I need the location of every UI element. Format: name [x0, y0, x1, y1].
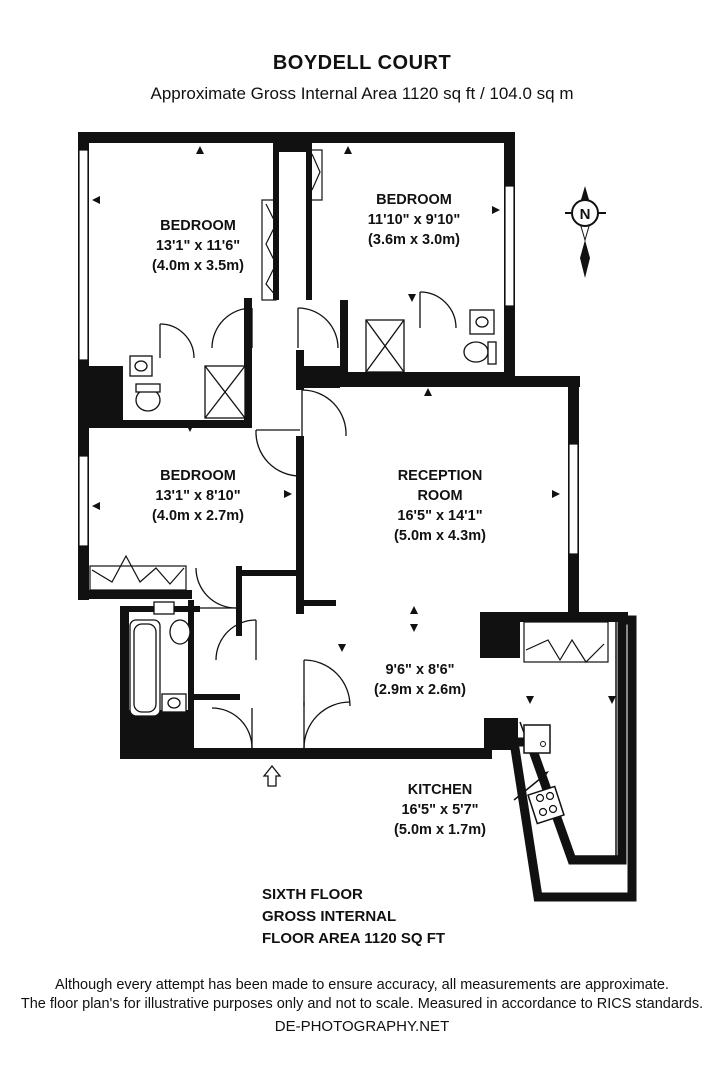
- entrance-arrow-icon: [262, 764, 282, 787]
- wardrobe-bed2: [309, 149, 323, 201]
- compass-icon: N: [565, 186, 606, 278]
- toilet-bed2: [463, 341, 489, 363]
- floor-info-line2: GROSS INTERNAL: [262, 908, 397, 925]
- reception-imperial: 16'5" x 14'1": [397, 508, 483, 524]
- wall-kitchen-top: [480, 612, 628, 622]
- wall-hall-entry: [236, 570, 300, 576]
- bedroom1-label: BEDROOM 13'1" x 11'6" (4.0m x 3.5m): [118, 216, 278, 276]
- kitchen-metric: (5.0m x 1.7m): [394, 822, 486, 838]
- solid-block-top: [275, 138, 311, 152]
- reception-name-line2: ROOM: [417, 488, 463, 504]
- wall-bath-left: [120, 608, 129, 758]
- dining-metric: (2.9m x 2.6m): [374, 682, 466, 698]
- bedroom2-metric: (3.6m x 3.0m): [368, 232, 460, 248]
- window-bed3: [78, 455, 89, 547]
- wardrobes: [89, 149, 609, 663]
- wall-bed2-bottom: [340, 372, 510, 380]
- wall-reception-top: [300, 376, 580, 387]
- wardrobe-kitchen: [523, 621, 609, 663]
- wall-hall-right: [296, 436, 304, 614]
- kitchen-pointer-arrowhead: [539, 771, 549, 780]
- reception-metric: (5.0m x 4.3m): [394, 528, 486, 544]
- wardrobe-bed1: [261, 199, 277, 301]
- kitchen-imperial: 16'5" x 5'7": [401, 802, 479, 818]
- hob-rings-icon: [535, 791, 558, 817]
- floor-info-line1: SIXTH FLOOR: [262, 886, 363, 903]
- floor-info: SIXTH FLOOR GROSS INTERNAL FLOOR AREA 11…: [262, 884, 445, 950]
- floor-info-line3: FLOOR AREA 1120 SQ FT: [262, 930, 446, 947]
- kitchen-wall-outline: [508, 615, 637, 902]
- bedroom2-name: BEDROOM: [376, 192, 452, 208]
- wall-bed1-ensuite-right: [244, 298, 252, 424]
- bedroom2-imperial: 11'10" x 9'10": [367, 212, 461, 228]
- toilet-bath: [169, 619, 191, 645]
- window-bed1: [78, 149, 89, 361]
- wall-hall-left: [236, 566, 242, 636]
- dimension-markers: [92, 146, 616, 704]
- kitchen-name: KITCHEN: [407, 782, 473, 798]
- wall-bed1-bed3: [84, 420, 252, 428]
- window-bed2: [504, 185, 515, 307]
- sink-drain-icon: [540, 741, 546, 747]
- kitchen-pointer-arrow: [513, 773, 547, 801]
- bedroom3-metric: (4.0m x 2.7m): [152, 508, 244, 524]
- compass-letter: N: [580, 206, 591, 223]
- bedroom3-label: BEDROOM 13'1" x 8'10" (4.0m x 2.7m): [118, 466, 278, 526]
- kitchen-label: KITCHEN 16'5" x 5'7" (5.0m x 1.7m): [360, 780, 520, 840]
- plan-subtitle: Approximate Gross Internal Area 1120 sq …: [150, 84, 574, 103]
- bedroom3-imperial: 13'1" x 8'10": [155, 488, 241, 504]
- wall-bath-right: [188, 600, 194, 750]
- door-swings: [159, 291, 457, 749]
- wall-hall-right-upper: [296, 350, 304, 390]
- bedroom1-imperial: 13'1" x 11'6": [155, 238, 241, 254]
- solid-block-bath: [126, 710, 192, 758]
- dining-imperial: 9'6" x 8'6": [385, 662, 455, 678]
- bedroom1-name: BEDROOM: [160, 218, 236, 234]
- window-reception: [568, 443, 579, 555]
- disclaimer-line1: Although every attempt has been made to …: [55, 977, 669, 993]
- solid-block-mid: [300, 366, 340, 388]
- reception-name-line1: RECEPTION: [397, 468, 483, 484]
- solid-block-left: [85, 366, 123, 428]
- wall-top: [78, 132, 515, 143]
- bedroom1-metric: (4.0m x 3.5m): [152, 258, 244, 274]
- bedroom3-name: BEDROOM: [160, 468, 236, 484]
- bathroom-fixtures: [129, 309, 497, 717]
- reception-label: RECEPTION ROOM 16'5" x 14'1" (5.0m x 4.3…: [360, 466, 520, 546]
- wall-bed2-ensuite-left: [340, 300, 348, 380]
- disclaimer: Although every attempt has been made to …: [0, 976, 724, 1014]
- wall-bottom: [120, 748, 492, 759]
- disclaimer-line2: The floor plan's for illustrative purpos…: [20, 996, 704, 1012]
- wardrobe-bed3: [89, 565, 187, 591]
- wall-store: [298, 600, 336, 606]
- sink-icon: [523, 724, 551, 754]
- dining-label: 9'6" x 8'6" (2.9m x 2.6m): [340, 660, 500, 700]
- plan-title: BOYDELL COURT: [272, 52, 452, 74]
- wall-bed3-bottom: [82, 590, 192, 599]
- wall-cupboard: [190, 694, 240, 700]
- brand-footer: DE-PHOTOGRAPHY.NET: [274, 1018, 450, 1035]
- solid-block-kitchen: [480, 618, 520, 658]
- wall-wardrobe-divider2: [306, 140, 312, 300]
- bedroom2-label: BEDROOM 11'10" x 9'10" (3.6m x 3.0m): [334, 190, 494, 250]
- windows: [78, 149, 579, 555]
